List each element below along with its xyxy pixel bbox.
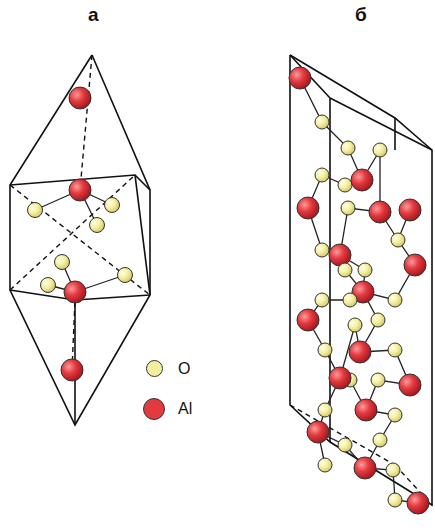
unit-cell-a [10,55,150,425]
bonds-b [300,78,418,503]
legend-text: Al [178,400,192,418]
panel-label: а [88,4,99,26]
atoms-a [28,87,133,381]
unit-cell-b [290,55,432,505]
atoms-b [289,67,429,514]
hidden-edges-a [10,55,150,370]
panel-label: б [355,4,367,26]
legend-swatch [143,398,165,420]
bonds-a [35,190,125,292]
legend-text: O [178,360,190,378]
legend-swatch [146,360,163,377]
